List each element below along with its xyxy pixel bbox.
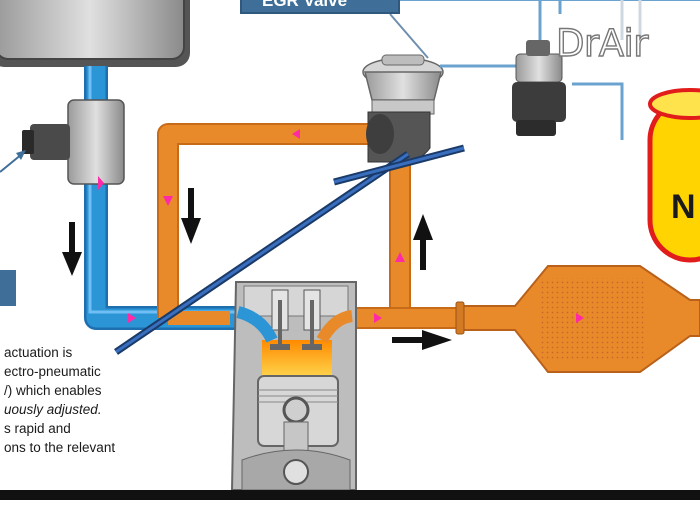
callout-box bbox=[0, 270, 16, 306]
caption-line: ons to the relevant bbox=[4, 440, 116, 455]
caption-line: s rapid and bbox=[4, 421, 71, 436]
flow-marker-icon bbox=[98, 176, 104, 190]
exhaust-port bbox=[316, 310, 354, 344]
diagonal-line-short bbox=[333, 144, 465, 186]
down-arrow-icon bbox=[181, 188, 201, 244]
exhaust-valve bbox=[302, 289, 322, 350]
caption-line: actuation is bbox=[4, 345, 73, 360]
pressure-converter bbox=[512, 40, 566, 136]
down-arrow-icon bbox=[62, 222, 82, 276]
bottom-bar bbox=[0, 490, 700, 500]
flow-marker-icon bbox=[163, 196, 173, 206]
intake-valve bbox=[270, 289, 290, 350]
air-intake-box bbox=[0, 0, 190, 67]
additive-tank bbox=[647, 88, 700, 263]
intake-port bbox=[236, 306, 278, 343]
flow-marker-icon bbox=[576, 313, 584, 323]
tank-letter: N bbox=[671, 188, 696, 226]
flow-marker-icon bbox=[292, 129, 300, 139]
egr-label-pointer bbox=[389, 13, 429, 59]
throttle-body bbox=[22, 99, 125, 185]
right-arrow-icon bbox=[392, 330, 452, 350]
caption-line: ectro-pneumatic bbox=[4, 364, 101, 379]
flow-marker-icon bbox=[128, 313, 136, 323]
egr-label-box bbox=[240, 0, 400, 14]
flow-marker-icon bbox=[374, 313, 382, 323]
drair-logo: DrAir bbox=[555, 21, 649, 65]
up-arrow-icon bbox=[413, 214, 433, 270]
caption-line: /) which enables bbox=[4, 383, 102, 398]
diagonal-line-long bbox=[114, 151, 410, 355]
throttle-pointer-line bbox=[0, 150, 26, 173]
egr-valve-label: EGR Valve bbox=[262, 0, 348, 10]
egr-valve bbox=[362, 54, 444, 163]
flow-marker-icon bbox=[395, 252, 405, 262]
caption-line: uously adjusted. bbox=[4, 402, 102, 417]
